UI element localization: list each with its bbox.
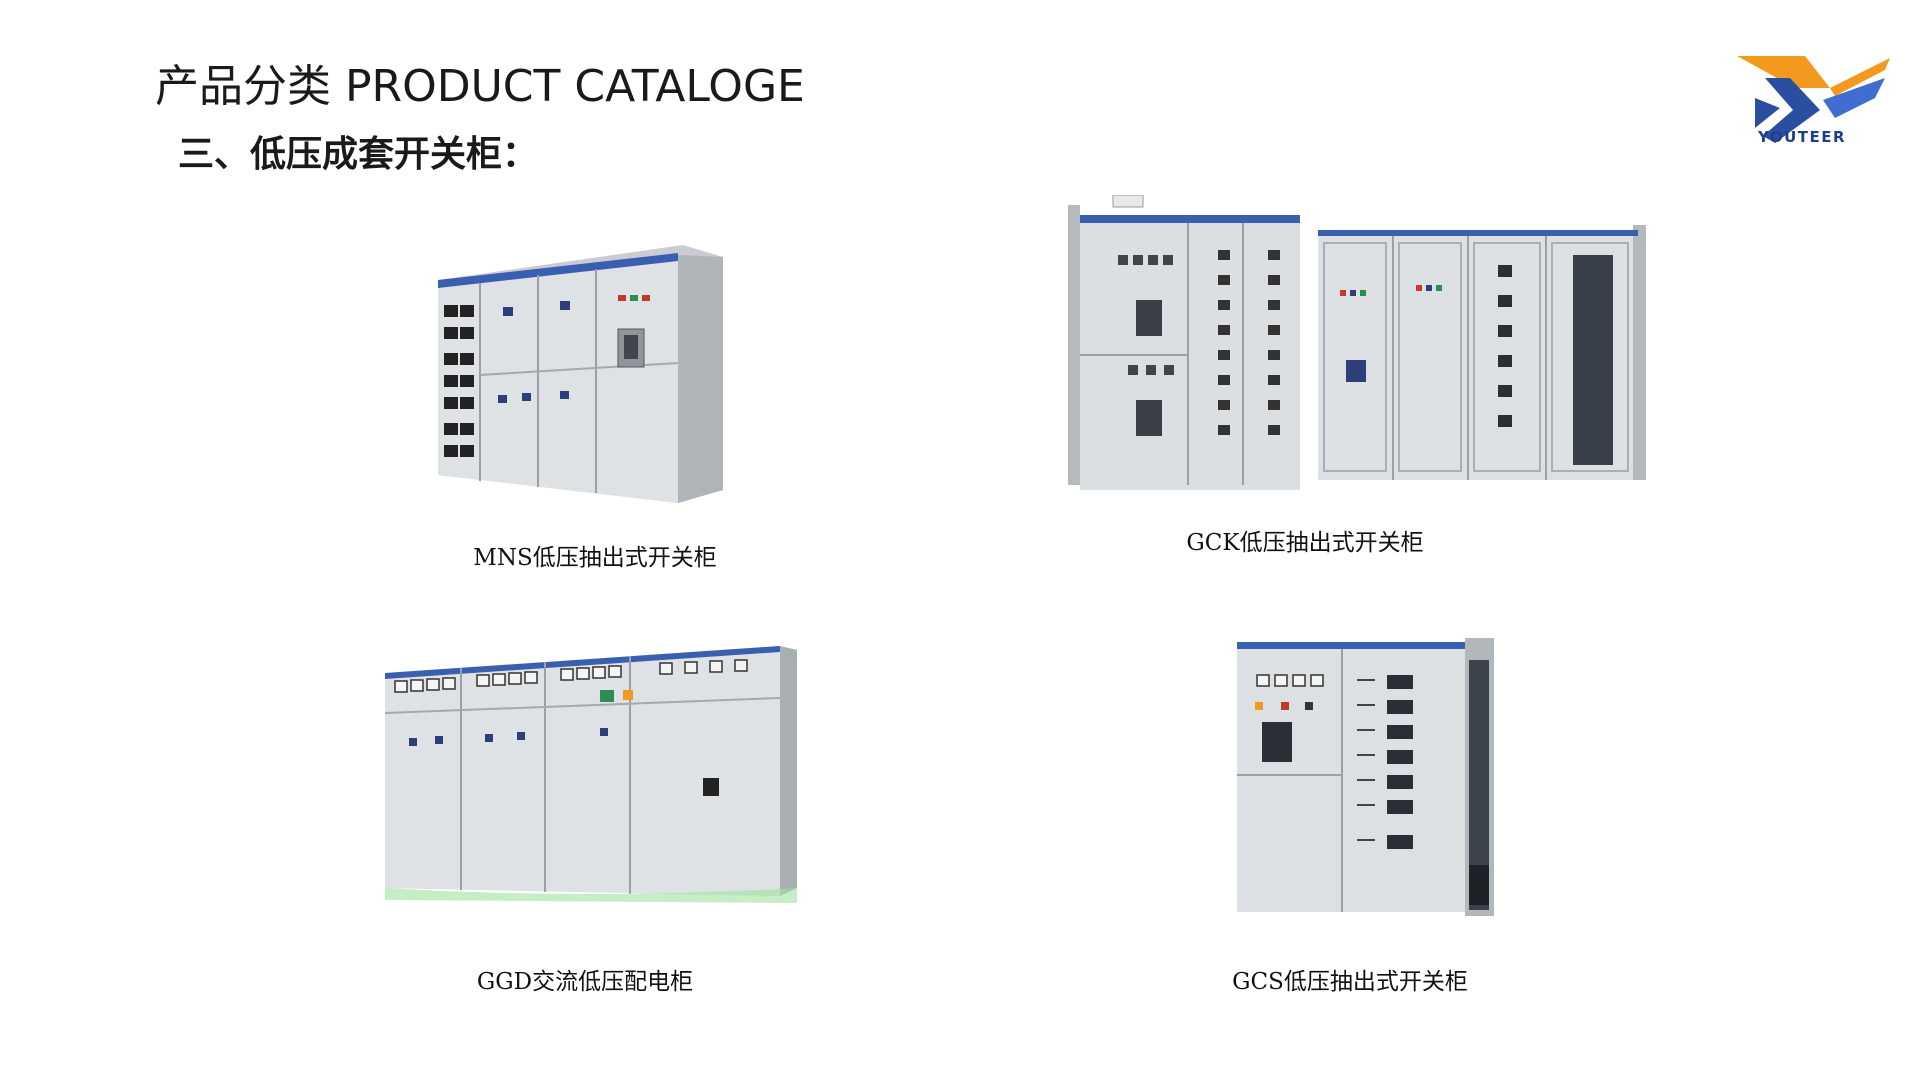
page-title: 产品分类 PRODUCT CATALOGE <box>155 61 805 112</box>
ggd-cabinet-photo <box>385 646 797 903</box>
gck-cabinet-caption: GCK低压抽出式开关柜 <box>1186 530 1424 556</box>
gck-cabinet-photo <box>1068 195 1646 490</box>
section-heading: 三、低压成套开关柜： <box>178 134 539 175</box>
mns-cabinet-photo <box>438 245 723 503</box>
gcs-cabinet-photo <box>1237 638 1494 916</box>
mns-cabinet-caption: MNS低压抽出式开关柜 <box>473 545 717 571</box>
ggd-cabinet-caption: GGD交流低压配电柜 <box>476 969 694 995</box>
gcs-cabinet-caption: GCS低压抽出式开关柜 <box>1232 969 1468 995</box>
logo-text: YOUTEER <box>1758 128 1847 146</box>
youteer-logo <box>1737 56 1890 143</box>
